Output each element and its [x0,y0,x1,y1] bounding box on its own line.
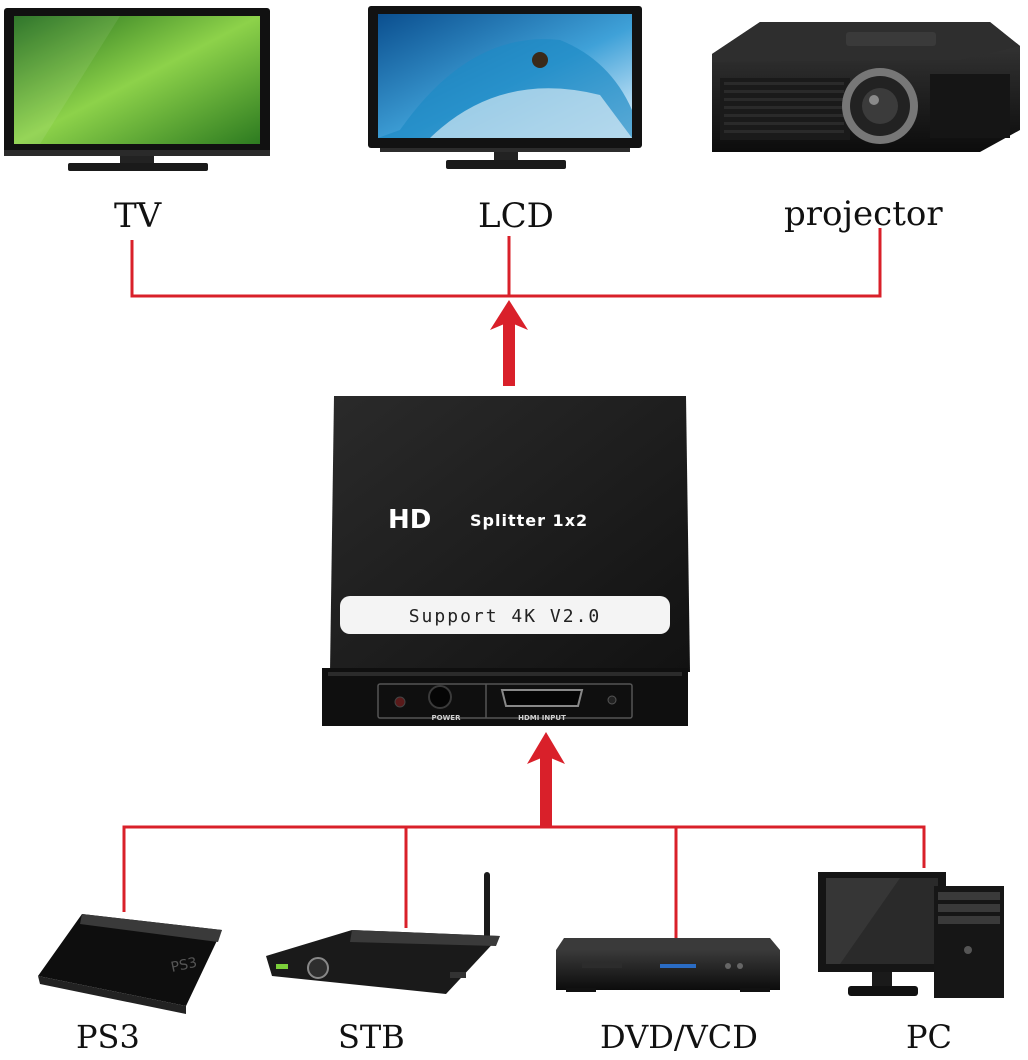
power-port-label: POWER [432,714,462,722]
output-arrow [490,300,528,386]
svg-text:PS3: PS3 [170,955,199,976]
device-badge: Support 4K V2.0 [409,606,602,627]
lcd-device [368,6,642,169]
splitter-device: HD Splitter 1x2 Support 4K V2.0 POWER HD… [322,396,690,726]
ps3-device: PS3 [38,914,222,1014]
projector-label: projector [784,194,943,234]
device-model: Splitter 1x2 [470,511,588,530]
stb-device [266,872,500,994]
projector-device [712,22,1020,152]
dvd-device [556,938,780,992]
hdmi-port-label: HDMI INPUT [518,714,566,722]
input-connector [122,825,926,938]
ps3-label: PS3 [76,1018,140,1056]
device-brand: HD [388,505,431,535]
tv-label: TV [114,196,162,236]
input-arrow [527,732,565,826]
output-connector [130,228,882,298]
pc-device [818,872,1004,998]
dvd-label: DVD/VCD [600,1018,758,1056]
pc-label: PC [906,1018,953,1056]
lcd-label: LCD [478,196,554,236]
stb-label: STB [338,1018,405,1056]
tv-device [4,8,270,171]
